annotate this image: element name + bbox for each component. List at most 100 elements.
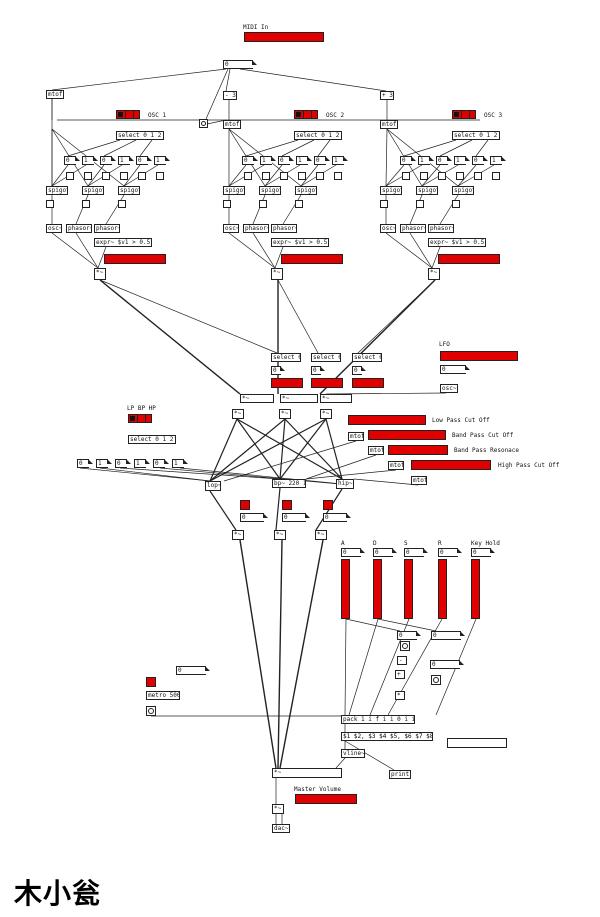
midi-in-slider[interactable] — [244, 32, 324, 42]
mtof-object: mtof — [348, 432, 364, 441]
patch-cord — [475, 139, 489, 157]
gate-number[interactable]: 1 — [260, 156, 276, 165]
filter-out-slider[interactable] — [282, 500, 292, 510]
waveform-selector-1[interactable] — [116, 110, 140, 119]
lfo-depth-slider[interactable] — [271, 378, 303, 388]
env-bang[interactable] — [431, 675, 441, 685]
hip-object: hip~ — [336, 479, 354, 489]
metro-bang[interactable] — [146, 706, 156, 716]
env-calc-number[interactable]: 0 — [430, 660, 464, 669]
small-box — [474, 172, 482, 180]
gate-number[interactable]: 0 — [400, 156, 416, 165]
lfo-depth-slider[interactable] — [311, 378, 343, 388]
small-box — [456, 172, 464, 180]
env-number[interactable]: 0 — [471, 548, 495, 557]
gate-number[interactable]: 1 — [332, 156, 348, 165]
filter-out-number[interactable]: 0 — [323, 513, 351, 522]
patch-cord — [97, 246, 107, 269]
filter-out-number[interactable]: 0 — [240, 513, 268, 522]
metro-toggle[interactable] — [146, 677, 156, 687]
gate-number[interactable]: 0 — [436, 156, 452, 165]
patch-cord — [277, 539, 283, 769]
env-slider[interactable] — [471, 559, 480, 619]
env-slider[interactable] — [404, 559, 413, 619]
envelope-message[interactable]: $1 $2, $3 $4 $5, $6 $7 $8( — [341, 732, 433, 741]
filter-gate-number[interactable]: 1 — [134, 459, 150, 468]
gate-number[interactable]: 0 — [64, 156, 80, 165]
bp-cutoff-slider[interactable] — [368, 430, 446, 440]
env-number[interactable]: 0 — [404, 548, 428, 557]
gate-number[interactable]: 0 — [278, 156, 294, 165]
env-slider[interactable] — [373, 559, 382, 619]
env-number[interactable]: 0 — [438, 548, 462, 557]
small-box — [138, 172, 146, 180]
bp-reso-slider[interactable] — [388, 445, 448, 455]
osc-level-slider[interactable] — [281, 254, 343, 264]
patch-cord — [345, 618, 401, 632]
small-box — [118, 200, 126, 208]
multiply-object: *~ — [94, 268, 106, 280]
small-box — [156, 172, 164, 180]
gate-number[interactable]: 0 — [314, 156, 330, 165]
env-slider[interactable] — [341, 559, 350, 619]
gate-number[interactable]: 1 — [418, 156, 434, 165]
filter-gate-number[interactable]: 0 — [153, 459, 169, 468]
patch-cord — [75, 232, 99, 269]
gate-number[interactable]: 1 — [490, 156, 506, 165]
hp-cutoff-slider[interactable] — [411, 460, 491, 470]
env-slider[interactable] — [438, 559, 447, 619]
lp-cutoff-slider[interactable] — [348, 415, 426, 425]
waveform-selector-3[interactable] — [452, 110, 476, 119]
patch-cord — [228, 232, 276, 269]
env-bang[interactable] — [400, 641, 410, 651]
filter-mode-selector[interactable] — [128, 414, 152, 423]
filter-out-number[interactable]: 0 — [282, 513, 310, 522]
gate-number[interactable]: 0 — [472, 156, 488, 165]
patch-cord — [377, 618, 437, 632]
waveform-selector-2[interactable] — [294, 110, 318, 119]
patch-cord — [119, 467, 281, 480]
select-0-object: select 0 — [311, 353, 341, 362]
env-label-3: R — [438, 540, 442, 547]
osc-level-slider[interactable] — [438, 254, 500, 264]
signature: 木小瓮 — [14, 877, 102, 910]
osc-level-slider[interactable] — [104, 254, 166, 264]
filter-gate-number[interactable]: 1 — [172, 459, 188, 468]
filter-gate-number[interactable]: 1 — [96, 459, 112, 468]
lfo-gate-number[interactable]: 0 — [271, 366, 285, 375]
lfo-gate-number[interactable]: 0 — [352, 366, 366, 375]
gate-number[interactable]: 0 — [136, 156, 152, 165]
gate-number[interactable]: 1 — [82, 156, 98, 165]
dac-object: dac~ — [272, 824, 290, 833]
spigot-object: spigot — [259, 186, 281, 195]
lfo-rate-slider[interactable] — [440, 351, 518, 361]
spigot-object: spigot — [295, 186, 317, 195]
lfo-number[interactable]: 0 — [440, 365, 470, 374]
lfo-depth-slider[interactable] — [352, 378, 384, 388]
env-number[interactable]: 0 — [373, 548, 397, 557]
filter-gate-number[interactable]: 0 — [115, 459, 131, 468]
filter-out-slider[interactable] — [240, 500, 250, 510]
env-calc-number[interactable]: 0 — [397, 631, 421, 640]
gate-number[interactable]: 0 — [242, 156, 258, 165]
midi-note-number[interactable]: 0 — [223, 60, 257, 69]
gate-number[interactable]: 1 — [454, 156, 470, 165]
minus-3-object: - 3 — [223, 91, 237, 100]
trigger-bang[interactable] — [199, 119, 208, 128]
gate-number[interactable]: 1 — [296, 156, 312, 165]
lfo-gate-number[interactable]: 0 — [311, 366, 325, 375]
gate-number[interactable]: 1 — [118, 156, 134, 165]
master-volume-slider[interactable] — [295, 794, 357, 804]
small-box — [380, 200, 388, 208]
small-box — [259, 200, 267, 208]
env-number[interactable]: 0 — [341, 548, 365, 557]
filter-out-slider[interactable] — [323, 500, 333, 510]
filter-gate-number[interactable]: 0 — [77, 459, 93, 468]
patch-cord — [353, 478, 419, 486]
gate-number[interactable]: 0 — [100, 156, 116, 165]
pack-object: pack 1 i f i i 0 i i — [341, 715, 415, 724]
gate-number[interactable]: 1 — [154, 156, 170, 165]
env-calc-number[interactable]: 0 — [431, 631, 465, 640]
patch-cord — [179, 467, 343, 485]
metro-rate-number[interactable]: 0 — [176, 666, 210, 675]
